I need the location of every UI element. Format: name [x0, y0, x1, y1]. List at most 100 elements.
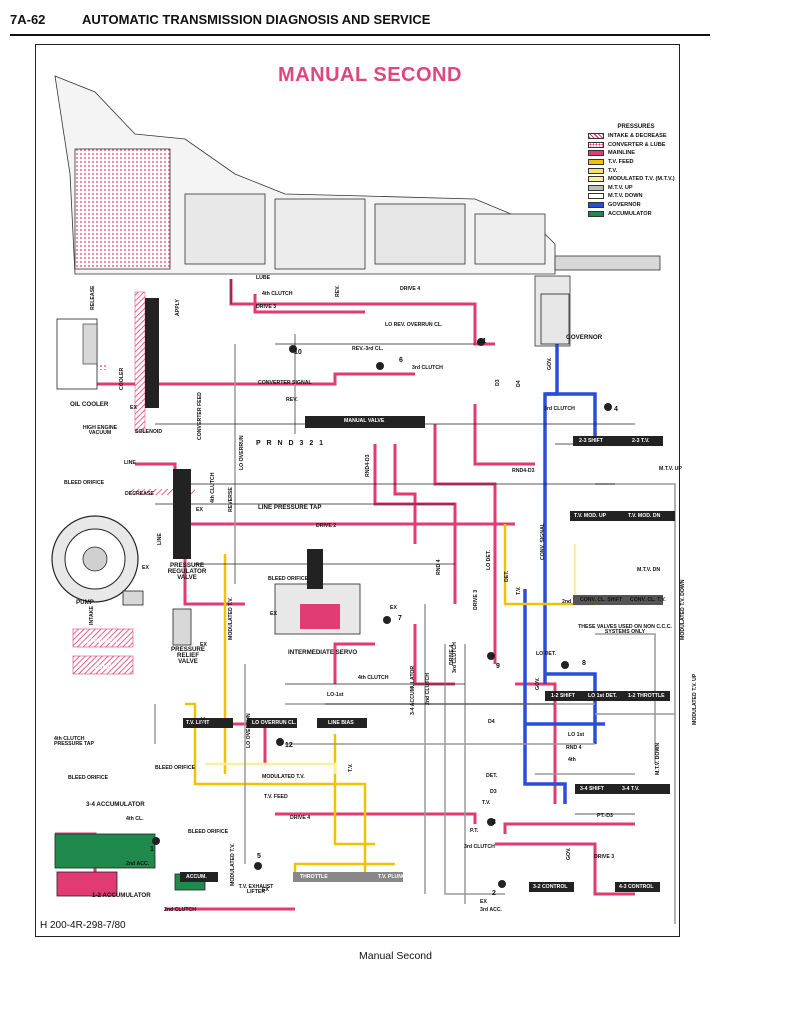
accumulator-circuit [54, 833, 206, 897]
label-tv-plunger: T.V. PLUNGER [378, 874, 414, 880]
label-apply-vert: APPLY [175, 299, 181, 316]
label-ex-pump: EX [142, 565, 149, 571]
page-header: 7A-62 AUTOMATIC TRANSMISSION DIAGNOSIS A… [10, 8, 710, 36]
label-lo-rev-overrun: LO REV. OVERRUN CL. [385, 322, 443, 328]
label-mod-tv-up-vert: MODULATED T.V. UP [692, 673, 698, 725]
check-ball-number-7: 7 [398, 615, 402, 622]
label-third-acc: 3rd ACC. [480, 907, 503, 913]
label-line-vert: LINE [157, 533, 163, 545]
legend-item: M.T.V. DOWN [588, 192, 684, 201]
label-second-clutch: 2nd CLUTCH [164, 907, 196, 913]
label-lo-1st-right: LO 1st [568, 732, 585, 738]
check-ball-number-5: 5 [257, 853, 261, 860]
label-governor-vert: GOV. [547, 357, 553, 371]
label-fourth: 4th [568, 757, 576, 763]
label-d4-vert: D4 [516, 380, 522, 387]
label-drive4-lower: DRIVE 4 [290, 815, 311, 821]
label-mtv-up: M.T.V. UP [659, 466, 682, 472]
label-reverse-vert: REVERSE [228, 487, 234, 512]
legend-label: MODULATED T.V. (M.T.V.) [608, 176, 675, 183]
legend-label: MAINLINE [608, 150, 636, 157]
label-tv-exhaust-lifter: T.V. EXHAUST LIFTER [238, 884, 274, 896]
label-ex-servo-right: EX [390, 605, 397, 611]
label-drive3-right: DRIVE 3 [594, 854, 615, 860]
label-third-clutch-vert: 3rd CLUTCH [452, 642, 458, 673]
check-ball-number-6: 6 [399, 357, 403, 364]
pressure-regulator-body [145, 298, 191, 559]
label-lube: LUBE [256, 275, 271, 281]
label-fourth-clutch-vert: 4th CLUTCH [210, 472, 216, 503]
label-tv-feed: T.V. FEED [264, 794, 288, 800]
label-drive2: DRIVE 2 [316, 523, 337, 529]
legend-label: GOVERNOR [608, 202, 641, 209]
label-lo-1st: LO-1st [327, 692, 344, 698]
label-23-tv: 2-3 T.V. [632, 438, 650, 444]
label-third-clutch-lower: 3rd CLUTCH [464, 844, 495, 850]
legend-swatch [588, 167, 604, 174]
figure-id: H 200-4R-298-7/80 [40, 920, 126, 931]
label-line-bias: LINE BIAS [328, 720, 354, 726]
label-line: LINE [124, 460, 136, 466]
label-line-pressure-tap: LINE PRESSURE TAP [258, 504, 322, 511]
label-lo-det: LO DET. [536, 651, 556, 657]
page-number: 7A-62 [10, 12, 46, 27]
label-d3-lower: D3 [490, 789, 497, 795]
legend-swatch [588, 210, 604, 217]
legend-swatch [588, 184, 604, 191]
label-fourth-clutch: 4th CLUTCH [262, 291, 293, 297]
legend-swatch [588, 159, 604, 166]
label-lo-overrun-vert-lower: LO OVERRUN [246, 713, 252, 748]
label-drive3: DRIVE 3 [256, 304, 277, 310]
label-governor: GOVERNOR [566, 334, 603, 341]
label-conv-signal-vert: CONV. SIGNAL [540, 523, 546, 560]
oil-cooler-body [56, 318, 98, 390]
legend-item: GOVERNOR [588, 201, 684, 210]
label-third-cl-right: 3rd CLUTCH [544, 406, 575, 412]
label-mod-tv-down-vert: MODULATED T.V. DOWN [680, 579, 686, 640]
label-release-vert: RELEASE [90, 285, 96, 310]
label-conv-cl-tv: CONV. CL. T.V. [630, 597, 666, 603]
legend-label: T.V. [608, 167, 618, 174]
intermediate-servo-body [274, 549, 361, 635]
label-rev: REV. [286, 397, 298, 403]
label-intermediate-servo: INTERMEDIATE SERVO [288, 649, 358, 656]
label-bleed-orifice-tv: BLEED ORIFICE [155, 765, 196, 771]
label-tv-lower: T.V. [482, 800, 491, 806]
check-ball-number-4: 4 [614, 406, 618, 413]
legend-swatch [588, 133, 604, 140]
label-mtv-vert: MODULATED T.V. [230, 843, 236, 886]
label-second-acc: 2nd ACC. [126, 861, 150, 867]
label-tv-mod-dn: T.V. MOD. DN [628, 513, 661, 519]
label-43-control: 4-3 CONTROL [619, 884, 654, 890]
legend-label: T.V. FEED [608, 159, 634, 166]
label-prnd: P R N D 3 2 1 [256, 440, 326, 447]
label-ex-vert-a: EX [201, 717, 207, 724]
legend-item: MODULATED T.V. (M.T.V.) [588, 175, 684, 184]
label-modulated-tv-vert: MODULATED T.V. [228, 597, 234, 640]
manual-valve-body [305, 416, 425, 428]
label-32-control: 3-2 CONTROL [533, 884, 568, 890]
label-ex-throttle: EX [262, 887, 269, 893]
modulated-tv-circuit [205, 544, 577, 774]
label-12-throttle: 1-2 THROTTLE [628, 693, 665, 699]
circuit-outlines [155, 279, 655, 815]
label-gov-vert-bottom: GOV. [566, 847, 572, 861]
diagram-title: MANUAL SECOND [278, 64, 462, 86]
label-rev-3rd-cl: REV.-3rd CL. [352, 346, 384, 352]
governor-circuit [523, 344, 605, 804]
label-manual-valve: MANUAL VALVE [344, 418, 385, 424]
legend-item: CONVERTER & LUBE [588, 141, 684, 150]
label-converter-feed-vert: CONVERTER FEED [197, 392, 203, 440]
label-pt: P.T. [470, 828, 479, 834]
label-ex-relief: EX [200, 642, 207, 648]
label-detent-vert: DET. [504, 570, 510, 582]
label-ex-solenoid: EX [130, 405, 137, 411]
label-lo-overrun-cl: LO OVERRUN CL. [252, 720, 297, 726]
legend-swatch [588, 193, 604, 200]
label-modulated-tv: MODULATED T.V. [262, 774, 305, 780]
label-23-shift: 2-3 SHIFT [579, 438, 603, 444]
label-drive3-vert: DRIVE 3 [473, 589, 479, 610]
label-decrease: DECREASE [125, 491, 154, 497]
label-ccc-note: THESE VALVES USED ON NON C.C.C. SYSTEMS … [578, 624, 672, 636]
label-bleed-orifice-tap: BLEED ORIFICE [68, 775, 109, 781]
